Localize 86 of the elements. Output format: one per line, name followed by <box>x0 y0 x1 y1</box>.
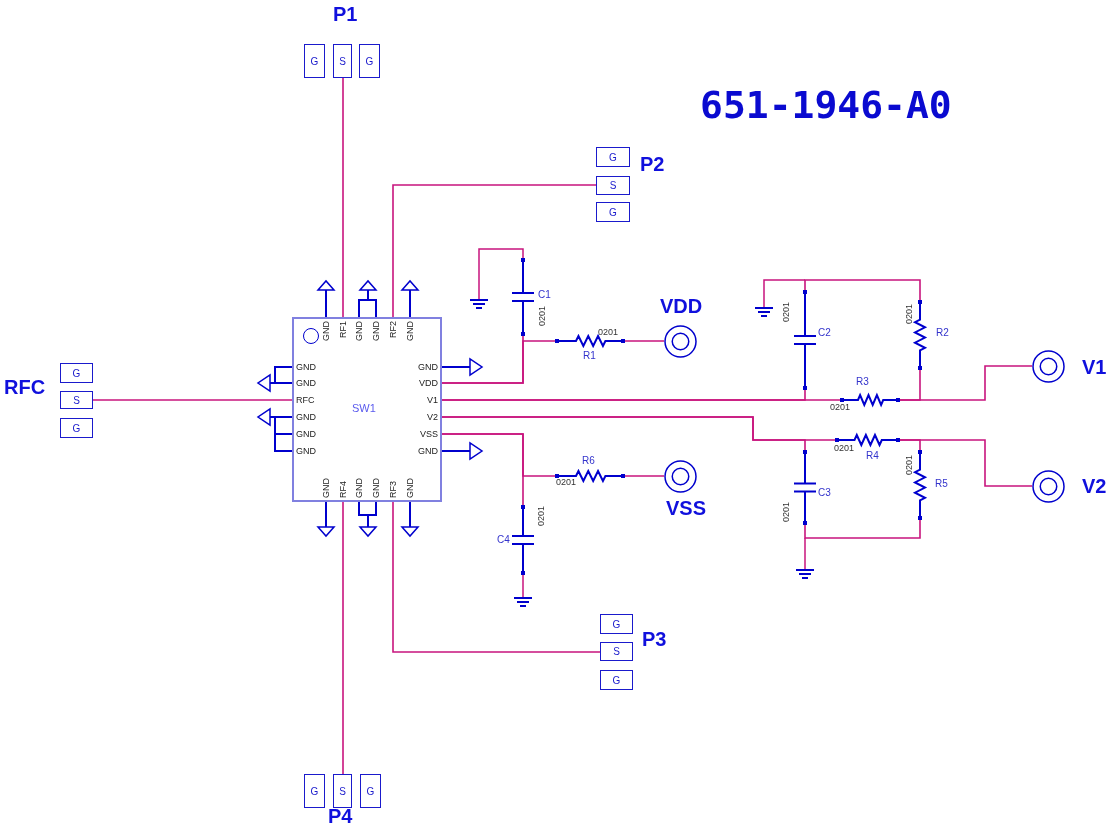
pin-label: GND <box>406 478 415 498</box>
pin-label: GND <box>296 413 316 422</box>
port-name: P3 <box>642 629 667 649</box>
package-size: 0201 <box>830 403 851 412</box>
wire <box>392 184 597 318</box>
component-label: C3 <box>818 488 831 498</box>
contact-pad: G <box>600 614 633 634</box>
port-name: P4 <box>328 806 353 826</box>
pin-label: V1 <box>427 396 438 405</box>
contact-pad: S <box>596 176 630 195</box>
pin-label: GND <box>322 478 331 498</box>
pin-label: GND <box>418 363 438 372</box>
pin-label: V2 <box>427 413 438 422</box>
component-label: R6 <box>582 456 595 466</box>
contact-pad: S <box>333 44 352 78</box>
wire <box>92 399 293 401</box>
pin-label: GND <box>296 430 316 439</box>
pin-label: GND <box>355 478 364 498</box>
contact-pad: G <box>600 670 633 690</box>
contact-pad: G <box>596 202 630 222</box>
chip-name: SW1 <box>352 403 376 414</box>
contact-pad: S <box>60 391 93 409</box>
package-size: 0201 <box>538 306 547 327</box>
contact-pad: G <box>360 774 381 808</box>
contact-pad: G <box>304 44 325 78</box>
wire <box>441 340 556 384</box>
pin-label: GND <box>296 379 316 388</box>
port-name: P2 <box>640 154 665 174</box>
package-size: 0201 <box>782 302 791 323</box>
port-name: VDD <box>660 296 703 316</box>
pin-label: RFC <box>296 396 315 405</box>
package-size: 0201 <box>834 444 855 453</box>
pin-label: RF2 <box>389 321 398 338</box>
port-name: P1 <box>333 4 358 24</box>
contact-pad: S <box>333 774 352 808</box>
title: 651-1946-A0 <box>700 86 952 124</box>
pin-label: VSS <box>420 430 438 439</box>
pin-label: RF3 <box>389 481 398 498</box>
component-label: R2 <box>936 328 949 338</box>
contact-pad: G <box>60 418 93 438</box>
package-size: 0201 <box>905 455 914 476</box>
wire <box>899 365 1033 401</box>
wire <box>804 519 921 539</box>
chip-body <box>292 317 442 502</box>
port-name: V1 <box>1082 357 1107 377</box>
contact-pad: G <box>596 147 630 167</box>
package-size: 0201 <box>782 502 791 523</box>
wire <box>804 279 921 301</box>
component-label: C2 <box>818 328 831 338</box>
contact-pad: G <box>304 774 325 808</box>
package-size: 0201 <box>556 478 577 487</box>
component-label: R4 <box>866 451 879 461</box>
pin-label: GND <box>322 321 331 341</box>
pin-label: GND <box>418 447 438 456</box>
wire <box>342 501 344 775</box>
wire <box>392 501 601 653</box>
component-label: C4 <box>497 535 510 545</box>
port-name: RFC <box>4 377 46 397</box>
wire <box>441 416 836 441</box>
pin-label: GND <box>372 321 381 341</box>
pin-label: RF1 <box>339 321 348 338</box>
pin-label: RF4 <box>339 481 348 498</box>
port-name: VSS <box>666 498 707 518</box>
component-label: C1 <box>538 290 551 300</box>
wire <box>899 439 1033 487</box>
wire <box>624 475 665 477</box>
component-label: R1 <box>583 351 596 361</box>
component-label: R5 <box>935 479 948 489</box>
wire <box>624 340 665 342</box>
pin-label: VDD <box>419 379 438 388</box>
wire <box>342 77 344 318</box>
pin-label: GND <box>355 321 364 341</box>
package-size: 0201 <box>537 506 546 527</box>
wire <box>441 433 524 506</box>
pin-label: GND <box>372 478 381 498</box>
component-label: R3 <box>856 377 869 387</box>
contact-pad: G <box>359 44 380 78</box>
contact-pad: G <box>60 363 93 383</box>
contact-pad: S <box>600 642 633 661</box>
pin-label: GND <box>296 447 316 456</box>
package-size: 0201 <box>598 328 619 337</box>
wire <box>441 399 841 401</box>
package-size: 0201 <box>905 304 914 325</box>
port-name: V2 <box>1082 476 1107 496</box>
pin-label: GND <box>406 321 415 341</box>
pin-label: GND <box>296 363 316 372</box>
